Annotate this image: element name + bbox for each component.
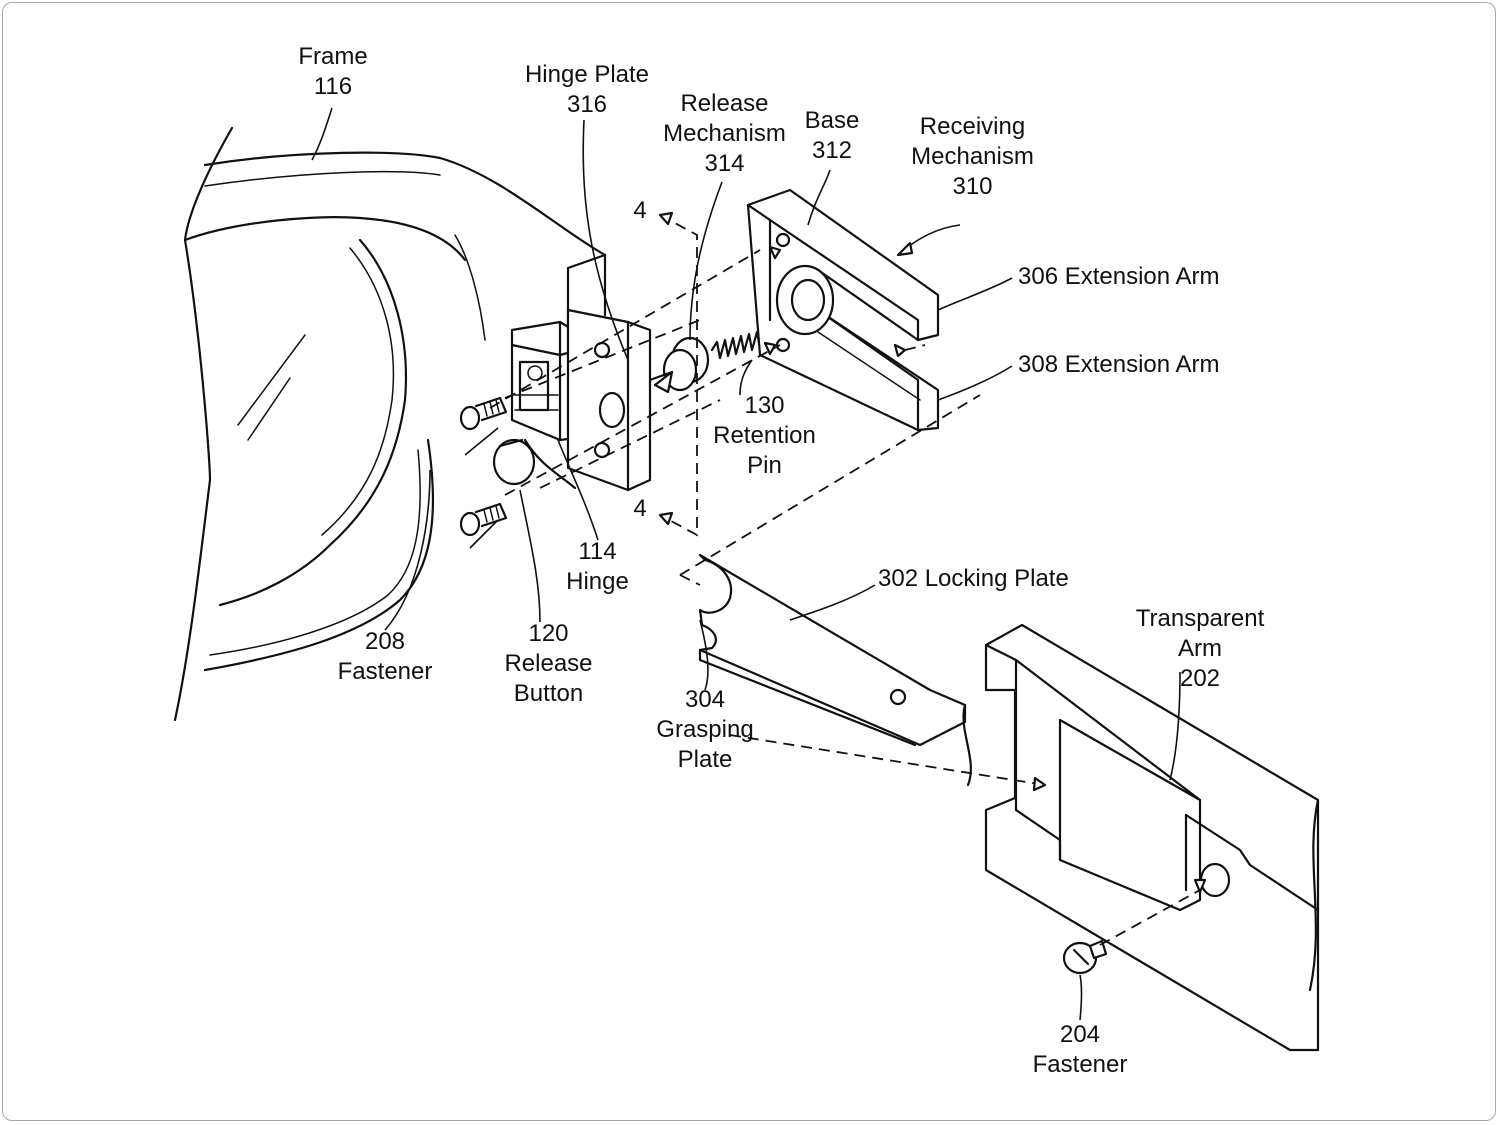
assembly-arrows [658, 211, 1207, 894]
hinge-plate-316 [566, 308, 652, 492]
label-locking-plate-302: 302 Locking Plate [878, 565, 1069, 592]
label-extension-arm-308: 308 Extension Arm [1018, 351, 1220, 378]
leader-lines [311, 107, 1181, 1021]
label-extension-arm-306: 306 Extension Arm [1018, 263, 1220, 290]
fastener-204 [1062, 939, 1108, 975]
locking-plate-302 [698, 553, 972, 787]
dashed-assembly-lines [489, 214, 1201, 946]
label-section-4-bottom: 4 [633, 495, 647, 522]
release-button-120 [492, 438, 536, 486]
transparent-arm-202 [984, 623, 1320, 1052]
receiving-mechanism-310 [746, 188, 940, 432]
fasteners-208 [459, 396, 508, 537]
release-mechanism-314 [648, 336, 710, 394]
label-section-4-top: 4 [633, 197, 647, 224]
